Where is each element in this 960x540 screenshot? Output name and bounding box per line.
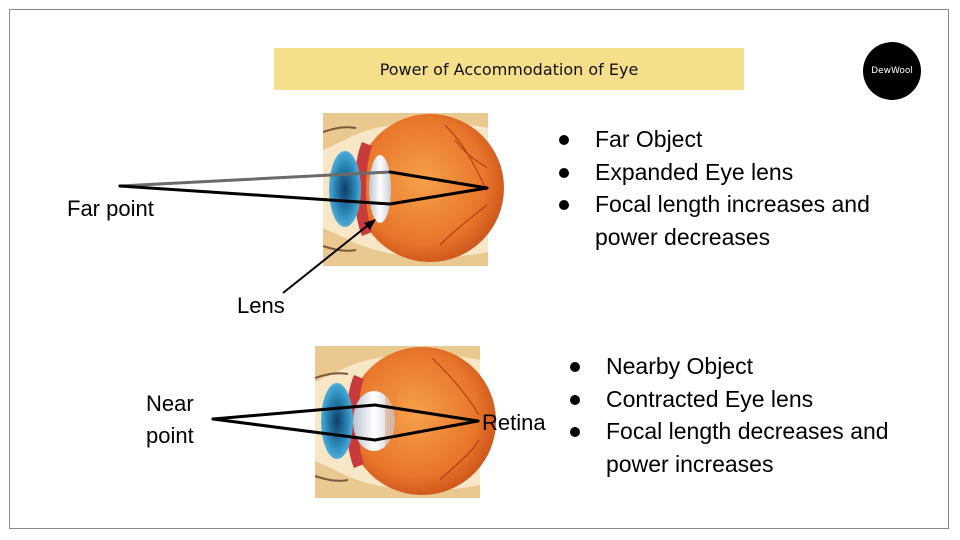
slide-border [9,9,949,529]
far-ray-upper [118,170,392,188]
dewwool-logo: DewWool [863,42,921,100]
near-bullet-list: Nearby Object Contracted Eye lens Focal … [568,350,898,480]
lens-pointer-arrow [282,219,376,294]
far-ray-lower-refracted [388,186,489,206]
bullet-expanded-lens: Expanded Eye lens [557,156,887,189]
eyelash-upper [314,372,349,379]
retina-label: Retina [482,410,546,435]
eyelash-lower [322,245,357,252]
near-point-label-line1: Near [146,391,194,416]
eyelash-lower [314,475,349,482]
lens-arrow-head [364,219,376,230]
near-ray-upper [211,403,377,421]
blood-vessels [431,357,480,481]
eyelash-upper [322,126,357,133]
bullet-contracted-lens: Contracted Eye lens [568,383,898,416]
cornea [321,383,353,459]
far-ray-upper-refracted [388,170,489,190]
far-point-label: Far point [67,196,154,221]
slide-title: Power of Accommodation of Eye [379,59,639,79]
eye-illustration-near [314,346,496,498]
lens-arrow-line [282,221,373,294]
lens-label: Lens [237,293,285,318]
cornea [329,151,361,227]
eye-lens-far [369,155,391,223]
far-rays [118,170,489,206]
bullet-focal-decreases: Focal length decreases and power increas… [568,415,898,480]
blood-vessels [439,124,488,246]
near-rays [211,403,480,442]
near-ray-lower [211,417,377,442]
near-point-label-line2: point [146,423,194,448]
lower-eyelid [323,228,488,266]
lens-shadow [385,392,397,450]
far-bullet-list: Far Object Expanded Eye lens Focal lengt… [557,123,887,253]
bullet-far-object: Far Object [557,123,887,156]
eyeball [356,114,504,262]
title-banner: Power of Accommodation of Eye [274,48,744,90]
bullet-focal-increases: Focal length increases and power decreas… [557,188,887,253]
upper-eyelid [315,346,480,382]
eye-illustration-far [322,113,504,266]
lower-eyelid [315,461,480,498]
eyeball [348,347,496,495]
bullet-nearby-object: Nearby Object [568,350,898,383]
ciliary-body [354,142,372,236]
near-ray-upper-refracted [373,403,480,423]
near-ray-lower-refracted [373,419,480,442]
far-ray-lower [118,184,392,206]
